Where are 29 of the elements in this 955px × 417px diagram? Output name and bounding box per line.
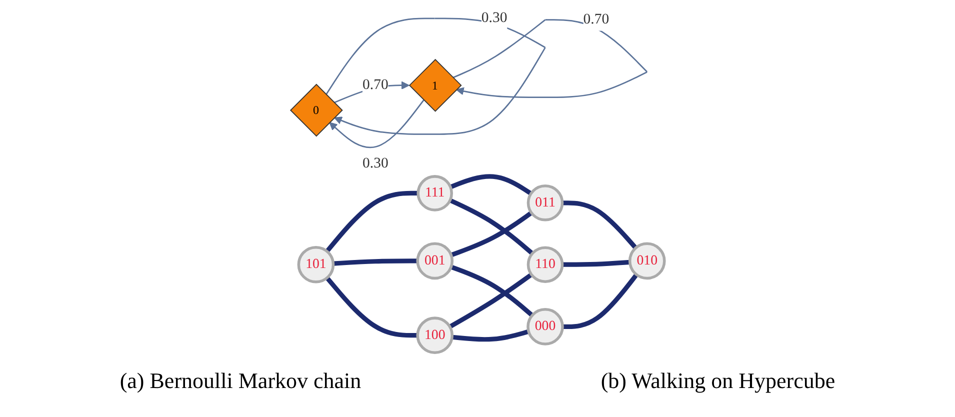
arrow	[329, 100, 424, 148]
caption: (b) Walking on Hypercube	[600, 368, 836, 394]
node-diamond: 1	[408, 58, 462, 112]
node-circle: 110	[526, 246, 564, 284]
connector	[452, 329, 530, 342]
edge-label: 0.30	[362, 155, 388, 172]
edge-label: 0.30	[481, 10, 508, 26]
connector	[449, 198, 534, 256]
node-circle: 011	[526, 184, 564, 222]
node-circle: 000	[526, 308, 564, 346]
caption: (a) Bernoulli Markov chain	[120, 368, 362, 394]
connector	[325, 276, 418, 338]
connector	[448, 272, 533, 329]
edge-label: 0.70	[362, 77, 388, 93]
node-circle: 101	[297, 246, 335, 284]
connector	[450, 264, 534, 318]
node-circle: 100	[416, 316, 454, 354]
connector	[325, 190, 418, 253]
connector	[450, 174, 532, 196]
node-circle: 010	[628, 242, 666, 280]
connector	[562, 200, 638, 250]
connector	[333, 258, 418, 266]
edge-label: 0.70	[583, 11, 610, 28]
connector	[562, 260, 630, 267]
node-circle: 111	[416, 175, 454, 212]
connector	[562, 273, 638, 330]
node-circle: 001	[416, 242, 454, 280]
connector	[450, 210, 533, 258]
node-diamond: 0	[290, 84, 343, 137]
